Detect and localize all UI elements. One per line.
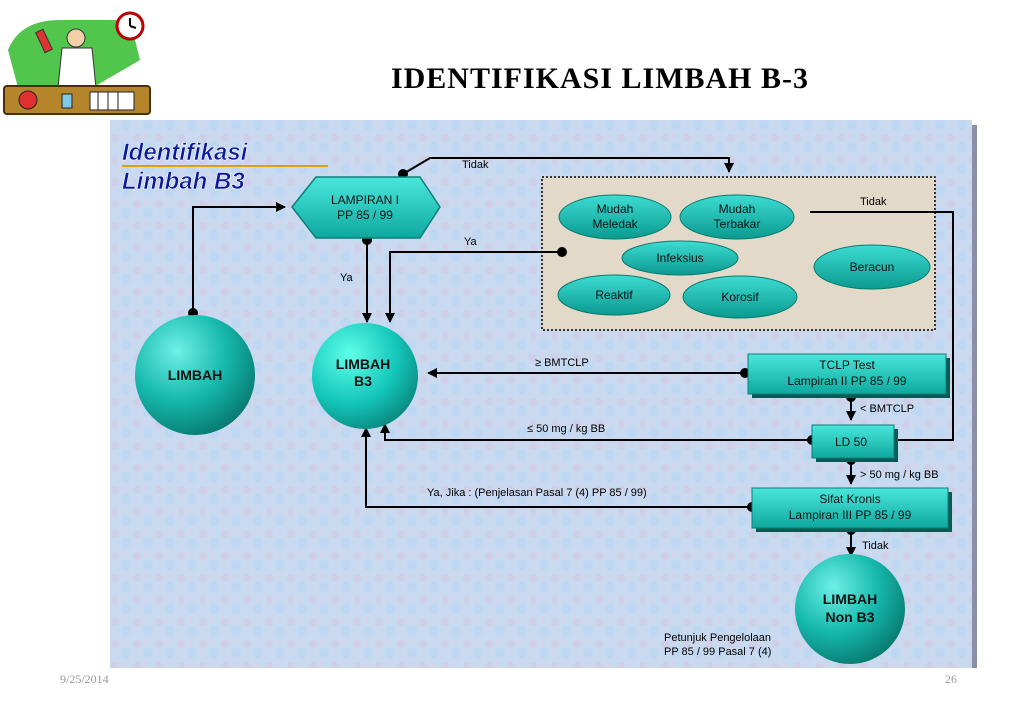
edge-label-gt-50: > 50 mg / kg BB (860, 469, 939, 481)
sifat-kronis-node (751, 487, 949, 529)
non-b3-label-line1: LIMBAH (823, 591, 877, 607)
infeksius-label: Infeksius (656, 251, 703, 265)
edge-label-le-50: ≤ 50 mg / kg BB (527, 423, 605, 435)
edge-ld50-b3 (380, 423, 812, 441)
footer-date: 9/25/2014 (60, 672, 109, 686)
mudah-meledak-line1: Mudah (597, 202, 634, 216)
edge-kronis-b3 (361, 427, 752, 508)
slide-title: IDENTIFIKASI LIMBAH B-3 (390, 62, 810, 95)
edge-limbah-lampiran (192, 202, 286, 313)
ld50-node (811, 424, 895, 459)
ld50-label: LD 50 (835, 435, 867, 449)
korosif-node (682, 275, 798, 319)
reaktif-node (557, 274, 671, 316)
limbah-node (135, 315, 255, 435)
korosif-label: Korosif (721, 290, 759, 304)
tclp-label-line2: Lampiran II PP 85 / 99 (787, 374, 907, 388)
kronis-label-line2: Lampiran III PP 85 / 99 (789, 508, 912, 522)
tclp-label-line1: TCLP Test (819, 358, 875, 372)
edge-lampiran-characteristics (402, 157, 734, 175)
note-line1: Petunjuk Pengelolaan (664, 632, 771, 644)
edge-label-ya-jika: Ya, Jika : (Penjelasan Pasal 7 (4) PP 85… (427, 487, 647, 499)
limbah-b3-node (312, 323, 418, 429)
note-line2: PP 85 / 99 Pasal 7 (4) (664, 646, 771, 658)
kronis-label-line1: Sifat Kronis (819, 492, 880, 506)
panel-heading-line2: Limbah B3 (122, 168, 245, 195)
edge-label-tidak-beracun: Tidak (860, 196, 887, 208)
edge-label-ge-bmtclp: ≥ BMTCLP (535, 357, 589, 369)
mudah-terbakar-node (679, 194, 795, 240)
limbah-label: LIMBAH (168, 367, 222, 383)
edge-label-lt-bmtclp: < BMTCLP (860, 403, 914, 415)
mudah-terbakar-line1: Mudah (719, 202, 756, 216)
footer-page-number: 26 (945, 672, 957, 686)
reaktif-label: Reaktif (595, 288, 633, 302)
edge-label-tidak-top: Tidak (462, 159, 489, 171)
panel-heading-line1: Identifikasi (122, 139, 249, 166)
limbah-b3-label-line2: B3 (354, 373, 372, 389)
limbah-b3-label-line1: LIMBAH (336, 356, 390, 372)
mudah-meledak-node (558, 194, 672, 240)
edge-label-tidak-bottom: Tidak (862, 540, 889, 552)
non-b3-label-line2: Non B3 (826, 609, 875, 625)
tclp-test-node (747, 353, 947, 395)
beracun-node (813, 244, 931, 290)
edge-label-ya-down: Ya (340, 272, 354, 284)
infeksius-node (621, 240, 739, 276)
edge-label-ya-side: Ya (464, 236, 478, 248)
scientist-clipart-icon (2, 2, 151, 120)
limbah-non-b3-node (795, 554, 905, 664)
mudah-terbakar-line2: Terbakar (714, 217, 761, 231)
beracun-label: Beracun (850, 260, 895, 274)
lampiran-label-line1: LAMPIRAN I (331, 193, 399, 207)
edge-tidak-ld50 (810, 211, 954, 441)
mudah-meledak-line2: Meledak (592, 217, 638, 231)
edge-characteristics-b3 (385, 251, 562, 323)
lampiran-label-line2: PP 85 / 99 (337, 208, 393, 222)
lampiran-i-node (291, 176, 441, 239)
